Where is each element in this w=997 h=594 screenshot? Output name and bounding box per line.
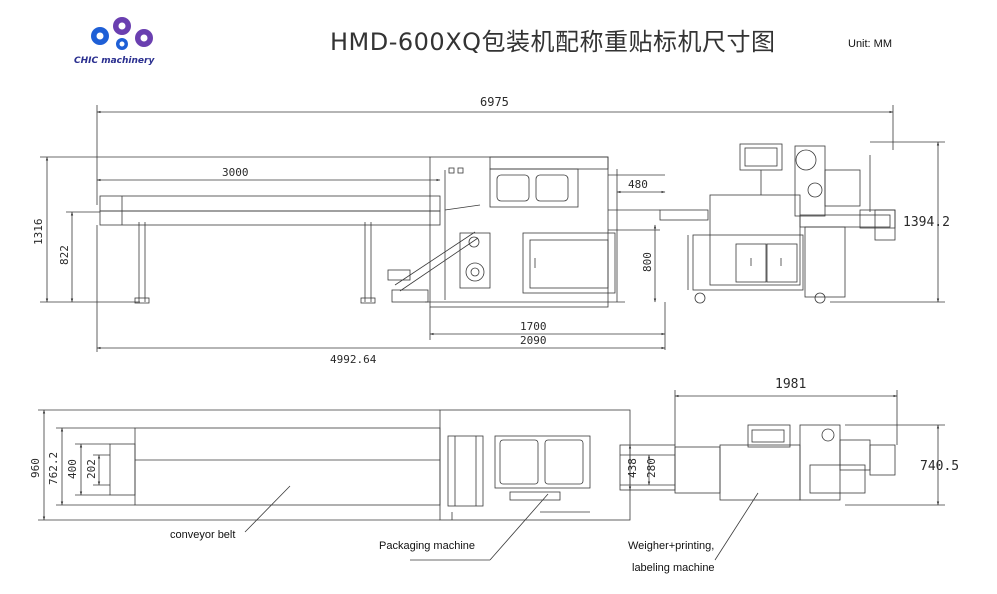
top-view [38, 390, 945, 521]
logo [91, 17, 153, 50]
dim-overall-height: 1316 [32, 219, 45, 246]
callout-packaging-machine: Packaging machine [379, 540, 476, 552]
dim-infeed-width: 480 [628, 178, 648, 191]
page-title: HMD-600XQ包装机配称重贴标机尺寸图 [330, 28, 776, 56]
dim-labeler-width: 740.5 [920, 459, 959, 474]
callout-leaders [244, 485, 759, 561]
dim-infeed-width-top: 438 [626, 458, 639, 478]
side-view [40, 105, 945, 352]
dim-labeler-length: 1981 [775, 377, 806, 392]
gear-icon [91, 17, 153, 50]
callout-conveyor-belt: conveyor belt [170, 529, 236, 541]
dim-channel-width: 400 [66, 459, 79, 479]
dim-belt-width: 762.2 [47, 452, 60, 485]
dim-overall-length: 6975 [480, 95, 509, 109]
dim-overall-width: 960 [29, 458, 42, 478]
dim-packer-height: 800 [641, 252, 654, 272]
dim-packer-length: 1700 [520, 320, 547, 333]
unit-label: Unit: MM [848, 38, 892, 50]
callout-weigher-line1: Weigher+printing, [628, 540, 715, 552]
dim-labeler-height: 1394.2 [903, 215, 950, 230]
logo-text: CHIC machinery [74, 56, 155, 66]
dim-bucket-width: 202 [85, 459, 98, 479]
callout-weigher-line2: labeling machine [632, 562, 715, 574]
dim-outfeed-width: 280 [645, 458, 658, 478]
dim-packer-total: 2090 [520, 334, 547, 347]
dim-conveyor-height: 822 [58, 245, 71, 265]
dim-line-length: 4992.64 [330, 353, 377, 366]
dim-conveyor-length: 3000 [222, 166, 249, 179]
